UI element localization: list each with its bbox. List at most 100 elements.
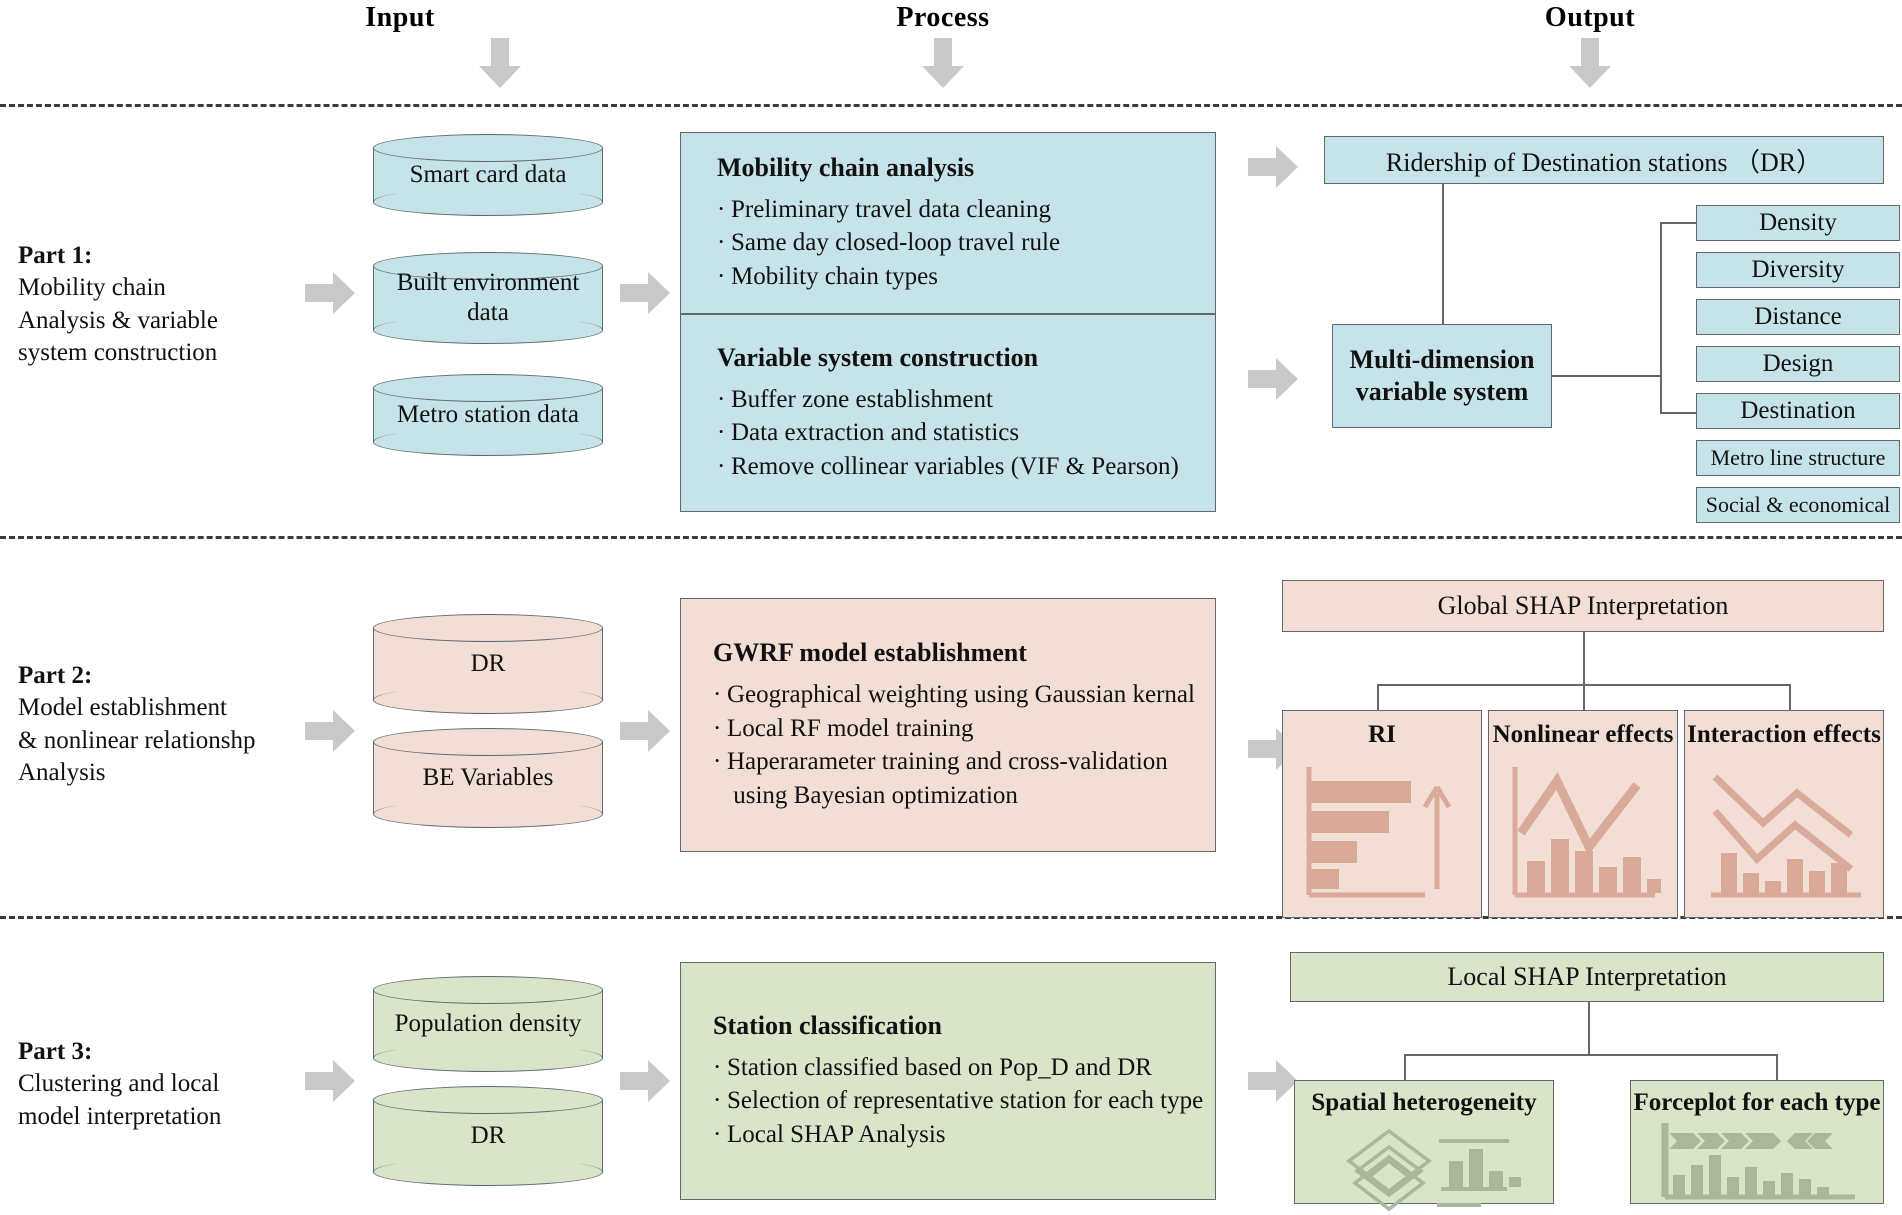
part1-variable-box-distance: Distance — [1696, 299, 1900, 335]
cylinder-bottom — [373, 1044, 603, 1072]
column-header-output-label: Output — [1544, 2, 1636, 33]
part1-process-box-2: Variable system construction ·Buffer zon… — [680, 314, 1216, 512]
column-header-output: Output — [1490, 2, 1690, 34]
item-text: Preliminary travel data cleaning — [731, 195, 1052, 223]
cylinder-top — [373, 252, 603, 280]
variable-label: Diversity — [1751, 256, 1845, 283]
arrow-part1-process-icon — [620, 272, 670, 314]
part1-input-cylinder-3: Metro station data — [373, 374, 603, 456]
cylinder-top — [373, 134, 603, 162]
layers-and-bars-icon — [1346, 1128, 1521, 1212]
down-arrow-output-icon — [1569, 38, 1611, 88]
part1-input-label-1: Smart card data — [409, 160, 567, 188]
part2-child-interaction: Interaction effects — [1684, 710, 1884, 918]
part3-input-cylinder-2: DR — [373, 1086, 603, 1186]
part2-child-interaction-label: Interaction effects — [1685, 721, 1883, 749]
column-header-input: Input — [300, 2, 500, 34]
arrow-part1-input-icon — [305, 272, 355, 314]
part1-multidimension-label: Multi-dimension variable system — [1349, 344, 1535, 407]
item-text: Haperarameter training and cross-validat… — [727, 748, 1168, 775]
connector-part3-branch-1 — [1404, 1054, 1406, 1080]
part1-title: Part 1: — [18, 242, 93, 269]
part2-process-title: GWRF model establishment — [713, 638, 1027, 667]
connector-bracket-to-density — [1660, 222, 1696, 224]
section-divider-part1-part2 — [0, 536, 1902, 539]
arrow-part1-output-top-icon — [1248, 146, 1298, 188]
connector-part3-trunk — [1588, 1002, 1590, 1054]
arrow-part1-output-bottom-icon — [1248, 358, 1298, 400]
part1-process-item: ·Mobility chain types — [717, 262, 938, 290]
part1-input-cylinder-1: Smart card data — [373, 134, 603, 216]
variable-label: Social & economical — [1705, 492, 1891, 517]
child-label: Nonlinear effects — [1492, 721, 1674, 748]
double-line-and-bars-icon — [1711, 774, 1861, 898]
part3-child-forceplot: Forceplot for each type — [1630, 1080, 1884, 1204]
part1-variable-box-social-economical: Social & economical — [1696, 487, 1900, 523]
connector-part2-branch-1 — [1377, 684, 1379, 710]
part2-input-cylinder-1: DR — [373, 614, 603, 714]
cylinder-bottom — [373, 188, 603, 216]
arrow-part3-process-icon — [620, 1060, 670, 1102]
connector-bracket-vertical — [1660, 222, 1662, 412]
part2-child-ri: RI — [1282, 710, 1482, 918]
line-and-bars-icon — [1512, 767, 1661, 898]
part2-child-nonlinear-label: Nonlinear effects — [1489, 721, 1677, 749]
item-text: Selection of representative station for … — [727, 1087, 1204, 1115]
part1-variable-box-density: Density — [1696, 205, 1900, 241]
connector-bracket-to-social — [1660, 412, 1696, 414]
item-text: Local RF model training — [727, 714, 974, 742]
column-header-process: Process — [843, 2, 1043, 34]
part1-variable-box-destination: Destination — [1696, 393, 1900, 429]
item-text: Buffer zone establishment — [731, 385, 993, 413]
part2-process-item: ·Geographical weighting using Gaussian k… — [713, 681, 1195, 708]
cylinder-bottom — [373, 428, 603, 456]
part1-variable-box-metro-line-structure: Metro line structure — [1696, 440, 1900, 476]
part1-output-top-label: Ridership of Destination stations （DR） — [1385, 147, 1823, 177]
cylinder-bottom — [373, 800, 603, 828]
part3-description: Clustering and local model interpretatio… — [18, 1070, 222, 1130]
item-text: Local SHAP Analysis — [727, 1120, 946, 1148]
connector-multidim-to-bracket — [1552, 375, 1660, 377]
cylinder-top — [373, 614, 603, 642]
forceplot-icon — [1661, 1123, 1855, 1200]
part3-output-top-label: Local SHAP Interpretation — [1447, 962, 1727, 991]
cylinder-bottom — [373, 316, 603, 344]
item-text: Same day closed-loop travel rule — [731, 229, 1061, 257]
part2-output-top-label: Global SHAP Interpretation — [1437, 591, 1729, 620]
part3-input-cylinder-1: Population density — [373, 976, 603, 1072]
part1-variable-box-diversity: Diversity — [1696, 252, 1900, 288]
item-text: using Bayesian optimization — [727, 781, 1018, 809]
child-label: Forceplot for each type — [1633, 1089, 1881, 1116]
item-text: Station classified based on Pop_D and DR — [727, 1053, 1152, 1081]
down-arrow-input-icon — [479, 38, 521, 88]
part3-child-spatial-heterogeneity: Spatial heterogeneity — [1294, 1080, 1554, 1212]
part3-input-label-1: Population density — [394, 1009, 582, 1037]
part1-input-cylinder-2: Built environment data — [373, 252, 603, 344]
part3-label: Part 3: Clustering and local model inter… — [18, 1036, 338, 1133]
cylinder-top — [373, 976, 603, 1004]
section-divider-top — [0, 104, 1902, 107]
part1-label: Part 1: Mobility chain Analysis & variab… — [18, 240, 318, 370]
cylinder-top — [373, 728, 603, 756]
part3-process-item: ·Selection of representative station for… — [713, 1087, 1204, 1115]
part1-process-item: ·Buffer zone establishment — [717, 385, 993, 413]
part1-process-item: ·Remove collinear variables (VIF & Pears… — [717, 452, 1179, 480]
hbar-with-up-arrow-icon — [1306, 767, 1452, 898]
child-label: Interaction effects — [1687, 721, 1881, 748]
part3-output-top-box: Local SHAP Interpretation — [1290, 952, 1884, 1002]
part3-child-forceplot-label: Forceplot for each type — [1631, 1089, 1883, 1117]
part1-output-top-box: Ridership of Destination stations （DR） — [1324, 136, 1884, 184]
part1-variable-box-design: Design — [1696, 346, 1900, 382]
part2-title: Part 2: — [18, 662, 93, 689]
part2-process-item: ·Haperarameter training and cross-valida… — [713, 748, 1168, 775]
cylinder-top — [373, 1086, 603, 1114]
connector-part2-branch-3 — [1789, 684, 1791, 710]
part2-description: Model establishment & nonlinear relation… — [18, 694, 256, 786]
variable-label: Metro line structure — [1710, 445, 1886, 470]
part1-process-title-2: Variable system construction — [717, 342, 1039, 372]
part2-process-item: ·Local RF model training — [713, 714, 974, 742]
part2-child-nonlinear: Nonlinear effects — [1488, 710, 1678, 918]
connector-part3-crossbar — [1404, 1054, 1776, 1056]
part1-process-item: ·Data extraction and statistics — [717, 419, 1020, 447]
part1-process-box-1: Mobility chain analysis ·Preliminary tra… — [680, 132, 1216, 314]
